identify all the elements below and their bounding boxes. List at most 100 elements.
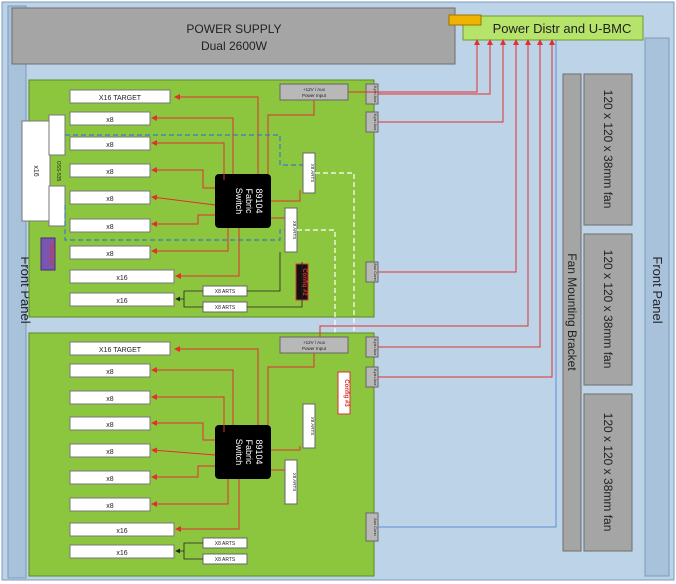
fan-bracket-label: Fan Mounting Bracket [565,253,579,371]
x8-arts-vert-label: X8 ARTS [292,473,297,491]
slot-x8 [69,190,151,205]
riser-port [48,114,66,156]
x8-arts-vert-label: X8 ARTS [310,417,315,435]
front-panel-right [644,37,670,577]
power-distr-label: Power Distr and U-BMC [493,21,632,36]
config2-label: Config #2 [301,268,307,296]
slot-x8 [69,363,151,378]
slot-label: x8 [106,117,114,124]
slot-x8 [69,163,151,178]
slot-x8 [69,416,151,431]
power-input-label: +12V / Aux [303,87,326,92]
slot-label: x16 [116,550,127,557]
slot-label: x8 [106,396,114,403]
slot-x8 [69,245,151,260]
x8-arts-vert-label: X8 ARTS [292,221,297,239]
power-input-label: Power Input [302,346,327,351]
x8-arts-vert-bottom [284,459,298,505]
config3-label: Config #3 [343,379,349,407]
slot-x8 [69,111,151,126]
fan-1 [583,73,633,226]
power-input-label: Power Input [302,93,327,98]
slot-label: X16 TARGET [99,347,142,354]
x8-arts-label: X8 ARTS [215,289,236,295]
slot-label: x16 [116,298,127,305]
riser-label: x16 [32,165,39,176]
board-bottom-slots: X16 TARGET x8 x8 x8 x8 x8 x8 x16 x16 [69,341,175,559]
fabric-switch-top [215,174,271,228]
riser-cable-label: OSS-535 [55,161,61,182]
slot-label: x8 [106,251,114,258]
config3-badge [337,371,351,415]
slot-label: x8 [106,369,114,376]
board-top-slots: X16 TARGET x8 x8 x8 x8 x8 x8 x16 x16 [69,89,175,307]
slot-x8 [69,218,151,233]
slot-x16 [69,292,175,307]
fan-3 [583,393,633,552]
power-supply [11,7,456,65]
fan-bracket [562,73,582,552]
x8-arts-label: X8 ARTS [215,541,236,547]
slot-label: x8 [106,142,114,149]
slot-x16-target [69,89,171,104]
fan-2 [583,233,633,386]
x8-arts-label: X8 ARTS [215,305,236,311]
x8-arts-label: X8 ARTS [215,557,236,563]
board-bottom-red-traces [151,346,315,532]
power-supply-line1: POWER SUPPLY [186,22,281,36]
switch-label: 89104 [254,439,264,464]
power-distribution-lines [319,39,555,378]
fan-1-label: 120 x 120 x 38mm fan [601,90,615,209]
x8-arts-vert-label: X8 ARTS [310,164,315,182]
switch-label: 89104 [254,188,264,213]
side-conn-label: 8-pin Aux [373,86,378,103]
front-panel-right-label: Front Panel [650,256,665,323]
power-distr-connector [448,14,482,26]
slot-label: x8 [106,503,114,510]
switch-label: Fabric [244,188,254,214]
fabric-switch-bottom [215,425,271,479]
side-conn-label: Aux Conn [373,518,378,536]
riser-port [48,185,66,227]
riser-cable [64,134,303,241]
side-conn-label: Aux Conn [373,263,378,281]
slot-x16 [69,522,175,537]
fan-power-line [378,40,557,528]
power-input-label: +12V / Aux [303,340,326,345]
slot-label: x8 [106,169,114,176]
slot-label: x8 [106,224,114,231]
slot-x8 [69,136,151,151]
slot-x8 [69,497,151,512]
side-conn-label: 8-pin Aux [373,369,378,386]
slot-x8 [69,390,151,405]
switch-label: Fabric [244,439,254,465]
slot-label: x8 [106,476,114,483]
slot-x16 [69,544,175,559]
slot-label: x8 [106,449,114,456]
fan-3-label: 120 x 120 x 38mm fan [601,413,615,532]
board-top-red-traces [151,94,315,279]
slot-label: x16 [116,275,127,282]
slot-label: x8 [106,196,114,203]
board-top-black-traces [175,252,303,308]
side-conn-label: 8-pin Aux [373,114,378,131]
fan-2-label: 120 x 120 x 38mm fan [601,250,615,369]
slot-x8 [69,443,151,458]
switch-label: Switch [234,188,244,215]
board-bottom-black-traces [175,542,203,560]
slot-x8 [69,470,151,485]
config1-badge [40,237,56,271]
slot-label: x16 [116,528,127,535]
power-supply-line2: Dual 2600W [201,39,268,53]
switch-label: Switch [234,439,244,466]
riser-card [21,120,51,222]
slot-x16-target [69,341,171,356]
slot-x16 [69,269,175,284]
side-conn-label: 8-pin Aux [373,339,378,356]
slot-label: x8 [106,422,114,429]
slot-label: X16 TARGET [99,95,142,102]
x8-arts-vert-bottom [302,403,316,449]
config1-label: Config #1 [48,243,54,266]
